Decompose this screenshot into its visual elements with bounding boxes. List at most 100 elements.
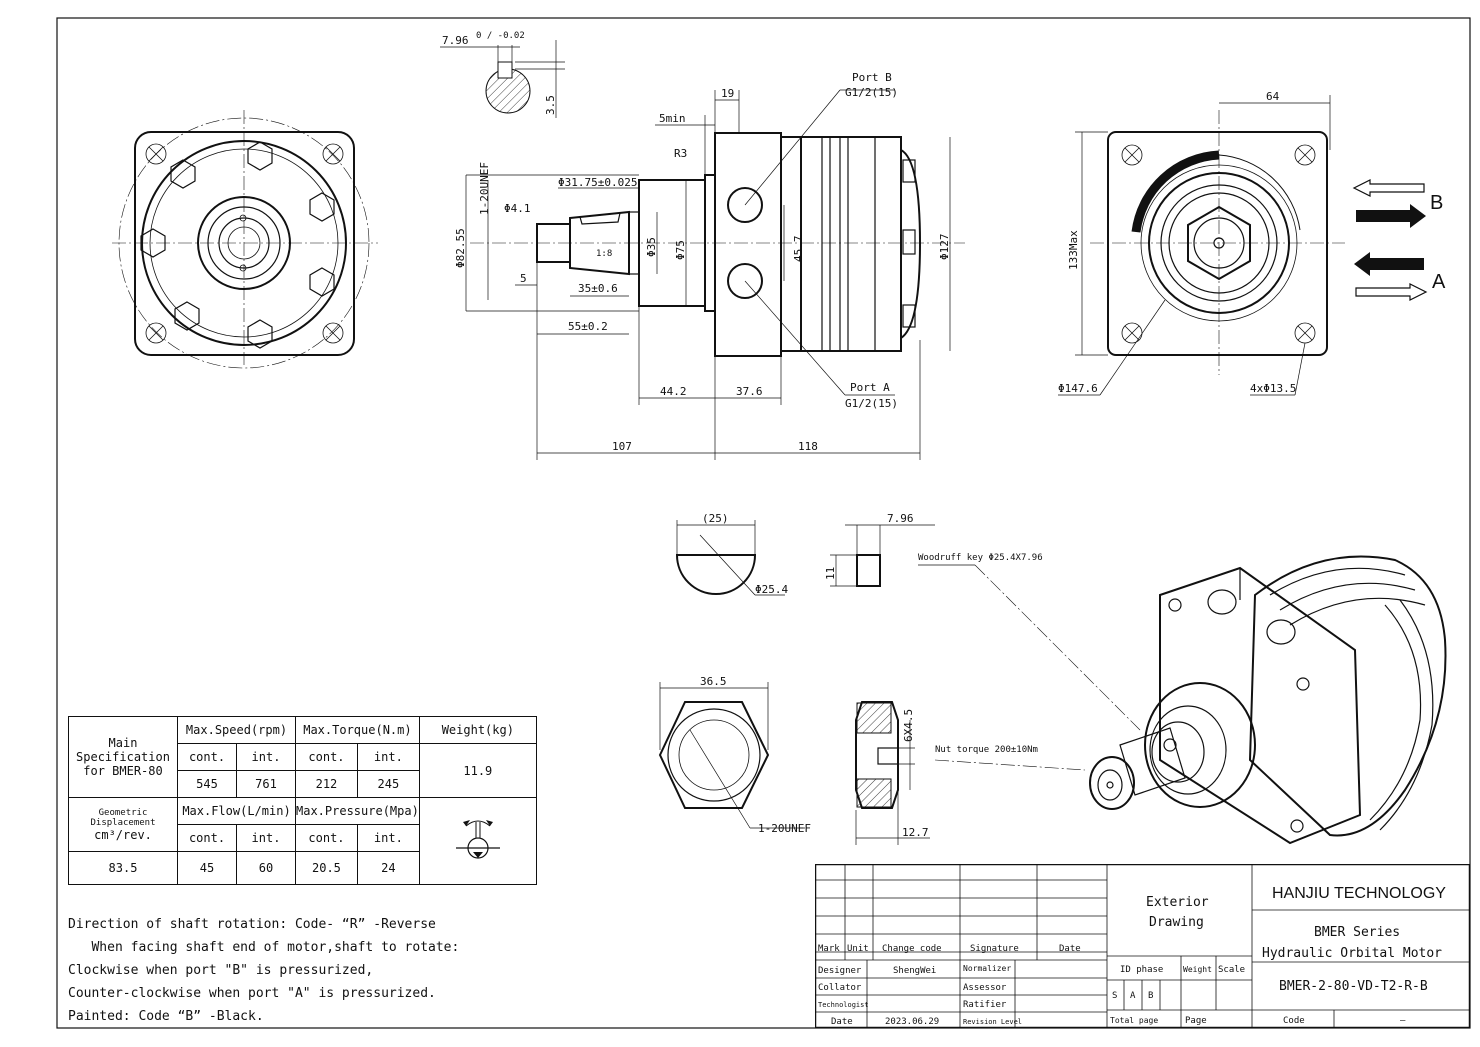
dim-4x: 4xΦ13.5 — [1250, 382, 1296, 395]
spec-speed-cont-h: cont. — [177, 743, 237, 771]
rotation-notes: Direction of shaft rotation: Code- “R” -… — [68, 913, 459, 1028]
note-line: Painted: Code “B” -Black. — [68, 1009, 264, 1024]
rear-view — [1090, 110, 1428, 375]
dim-118: 118 — [798, 440, 818, 453]
side-view-dimensions — [465, 89, 951, 460]
port-b-thread: G1/2(15) — [845, 86, 898, 99]
spec-press-int-h: int. — [356, 824, 420, 852]
spec-flow-cont-h: cont. — [177, 824, 237, 852]
spec-max-speed: Max.Speed(rpm) — [177, 716, 296, 744]
spec-torque-cont-h: cont. — [295, 743, 358, 771]
spec-torque-cont: 212 — [295, 770, 358, 798]
spec-geo-unit: cm³/rev. — [94, 827, 152, 842]
tb-technologist: Technologist — [818, 1001, 869, 1009]
tb-ratifier: Ratifier — [963, 1000, 1007, 1010]
spec-flow-int-h: int. — [236, 824, 296, 852]
dim-taper: 1:8 — [596, 249, 612, 259]
tb-assessor: Assessor — [963, 983, 1007, 993]
port-a-thread: G1/2(15) — [845, 397, 898, 410]
note-line: Direction of shaft rotation: Code- “R” -… — [68, 917, 436, 932]
dim-25: (25) — [702, 512, 729, 525]
arrow-a-label: A — [1432, 271, 1446, 293]
rear-view-dimensions — [1058, 95, 1331, 396]
dim-19: 19 — [721, 87, 734, 100]
tb-scale: Scale — [1218, 965, 1245, 975]
spec-flow-int: 60 — [236, 851, 296, 885]
tb-page: Page — [1185, 1016, 1207, 1026]
spec-torque-int: 245 — [356, 770, 420, 798]
spec-press-cont-h: cont. — [295, 824, 358, 852]
dim-phi82: Φ82.55 — [454, 228, 467, 268]
dim-phi127: Φ127 — [938, 234, 951, 261]
tb-weight: Weight — [1183, 965, 1212, 974]
tb-mark: Mark — [818, 944, 840, 954]
spec-max-pressure: Max.Pressure(Mpa) — [295, 797, 420, 825]
spec-speed-cont: 545 — [177, 770, 237, 798]
spec-press-int: 24 — [356, 851, 420, 885]
tb-a: A — [1130, 991, 1136, 1001]
tb-designer: Designer — [818, 966, 862, 976]
spec-weight-header: Weight(kg) — [418, 716, 537, 744]
spec-speed-int: 761 — [236, 770, 296, 798]
dim-phi31: Φ31.75±0.025 — [558, 176, 637, 189]
dim-35: 35±0.6 — [578, 282, 618, 295]
dim-unef: 1-20UNEF — [478, 162, 491, 215]
title-block: Mark Unit Change code Signature Date Des… — [815, 864, 1470, 1028]
dim-45-7: 45.7 — [792, 236, 805, 263]
dim-11: 11 — [824, 567, 837, 580]
note-line: Clockwise when port "B" is pressurized, — [68, 963, 374, 978]
tb-series: BMER Series — [1314, 925, 1400, 940]
isometric-motor-view — [1089, 555, 1447, 845]
spec-max-flow: Max.Flow(L/min) — [177, 797, 296, 825]
note-line: Counter-clockwise when port "A" is press… — [68, 986, 436, 1001]
key-depth-label: 3.5 — [544, 95, 557, 115]
dim-phi147: Φ147.6 — [1058, 382, 1098, 395]
port-a-label: Port A — [850, 381, 890, 394]
tb-unit: Unit — [847, 944, 869, 954]
nut-views — [658, 682, 1086, 845]
motor-symbol-icon — [455, 819, 500, 859]
tb-signature: Signature — [970, 944, 1019, 954]
tb-b: B — [1148, 991, 1153, 1001]
key-width-label: 7.96 — [442, 34, 469, 47]
tb-code-value: — — [1400, 1016, 1406, 1026]
tb-s: S — [1112, 991, 1117, 1001]
spec-flow-cont: 45 — [177, 851, 237, 885]
dim-5: 5 — [520, 272, 527, 285]
dim-796b: 7.96 — [887, 512, 914, 525]
tb-revision: Revision Level — [963, 1018, 1022, 1026]
tb-id-phase: ID phase — [1120, 965, 1163, 975]
spec-max-torque: Max.Torque(N.m) — [295, 716, 420, 744]
spec-weight-value: 11.9 — [418, 743, 537, 798]
tb-exterior: Exterior — [1146, 895, 1209, 910]
tb-date-value: 2023.06.29 — [885, 1017, 939, 1027]
key-width-tol: 0 / -0.02 — [476, 31, 525, 41]
spec-speed-int-h: int. — [236, 743, 296, 771]
spec-table: Main Specification for BMER-80 Max.Speed… — [68, 716, 537, 885]
note-line: When facing shaft end of motor,shaft to … — [68, 940, 460, 955]
dim-5min: 5min — [659, 112, 686, 125]
key-section — [440, 40, 565, 118]
spec-disp-value: 83.5 — [68, 851, 178, 885]
dim-unef2: 1-20UNEF — [758, 822, 811, 835]
dim-37-6: 37.6 — [736, 385, 763, 398]
dim-133: 133Max — [1067, 230, 1080, 270]
tb-date-label: Date — [831, 1017, 853, 1027]
dim-r3: R3 — [674, 147, 687, 160]
tb-product: Hydraulic Orbital Motor — [1262, 946, 1442, 961]
dim-12-7: 12.7 — [902, 826, 929, 839]
woodruff-key-views — [675, 520, 1141, 731]
spec-geo-disp-label: Geometric Displacement — [90, 807, 156, 828]
tb-drawing: Drawing — [1149, 915, 1204, 930]
tb-change-code: Change code — [882, 944, 942, 954]
dim-55: 55±0.2 — [568, 320, 608, 333]
tb-date-header: Date — [1059, 944, 1081, 954]
spec-main-title: Main Specification for BMER-80 — [68, 716, 178, 798]
nut-torque-label: Nut torque 200±10Nm — [935, 745, 1038, 755]
spec-geo-disp: Geometric Displacement cm³/rev. — [68, 797, 178, 852]
port-b-label: Port B — [852, 71, 892, 84]
dim-44-2: 44.2 — [660, 385, 687, 398]
dim-107: 107 — [612, 440, 632, 453]
tb-company: HANJIU TECHNOLOGY — [1272, 885, 1446, 902]
